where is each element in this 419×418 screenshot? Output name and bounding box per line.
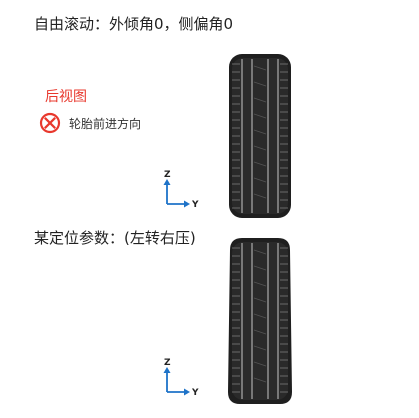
legend-title: 后视图 <box>45 89 87 105</box>
top-title: 自由滚动：外倾角0，侧偏角0 <box>34 15 234 33</box>
axis-z-label: Z <box>164 358 171 368</box>
tire-top <box>228 54 292 218</box>
axis-z-label: Z <box>164 170 171 180</box>
direction-into-page-icon <box>39 112 61 134</box>
bottom-title: 某定位参数：(左转右压) <box>34 229 196 247</box>
tire-bottom <box>226 238 294 404</box>
axis-indicator-bottom: Z Y <box>162 358 202 403</box>
legend-row: 轮胎前进方向 <box>39 112 141 134</box>
axis-y-label: Y <box>192 200 199 210</box>
axis-y-label: Y <box>192 388 199 398</box>
legend-text: 轮胎前进方向 <box>69 116 142 131</box>
axis-indicator-top: Z Y <box>162 170 202 215</box>
axis-arrows-icon <box>163 179 190 208</box>
axis-arrows-icon <box>163 367 190 396</box>
